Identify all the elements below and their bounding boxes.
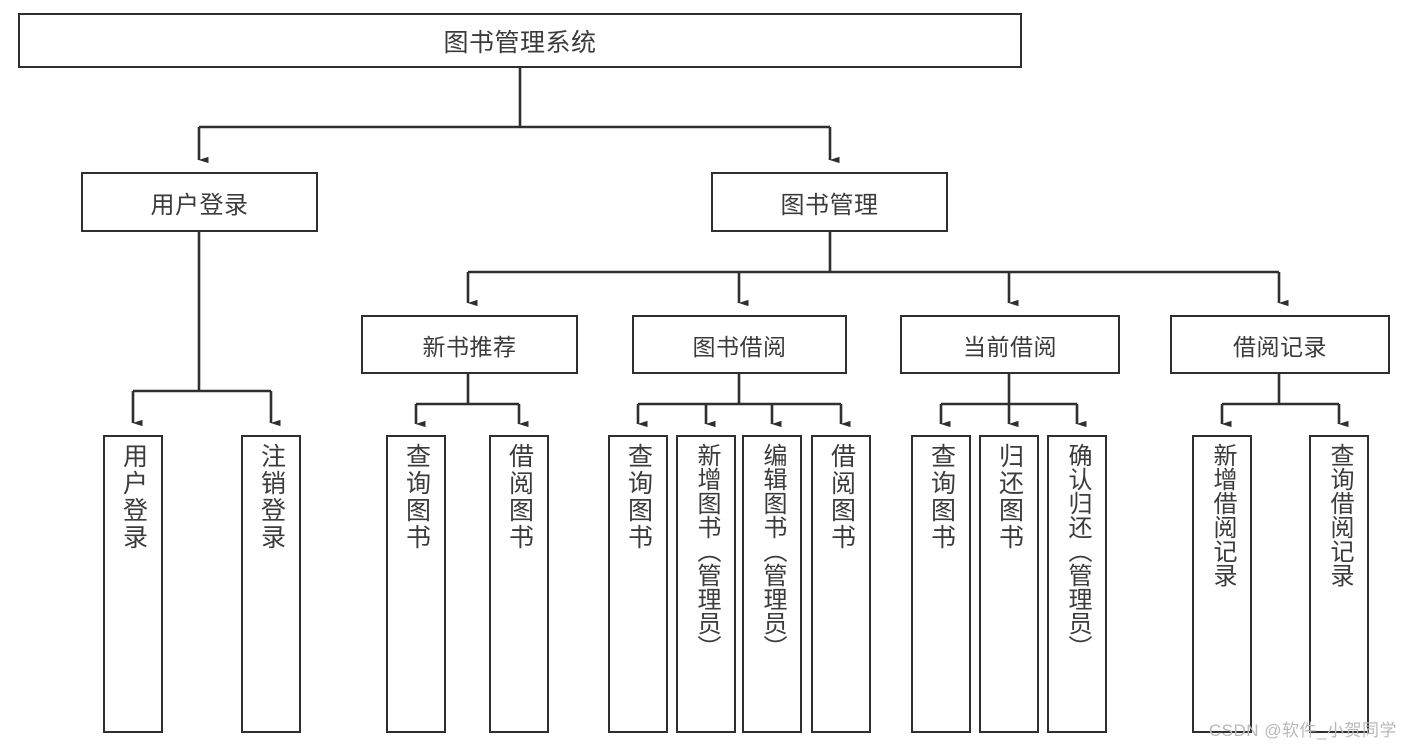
leaf-label: 用户登录 [119,443,148,551]
node-label: 新书推荐 [422,333,517,360]
leaf-borrow-books-recommendation[interactable]: 借阅图书 [489,435,549,733]
leaf-label: 注销登录 [257,443,286,551]
node-label: 当前借阅 [963,333,1057,360]
node-label: 图书借阅 [692,333,787,360]
leaf-label: 新增借阅记录 [1208,443,1236,587]
node-new-book-recommendation[interactable]: 新书推荐 [361,315,578,374]
leaf-logout[interactable]: 注销登录 [241,435,301,733]
leaf-add-borrowing-record[interactable]: 新增借阅记录 [1192,435,1252,733]
leaf-label: 新增图书（管理员） [692,443,720,659]
leaf-label: 查询借阅记录 [1325,443,1353,587]
node-current-borrowing[interactable]: 当前借阅 [900,315,1120,374]
leaf-label: 查询图书 [402,443,431,551]
leaf-query-books-recommendation[interactable]: 查询图书 [386,435,446,733]
node-label: 用户登录 [150,191,249,219]
leaf-label: 归还图书 [995,443,1024,551]
node-user-login[interactable]: 用户登录 [81,172,318,232]
leaf-borrow-books-borrowing[interactable]: 借阅图书 [811,435,871,733]
node-borrowing-records[interactable]: 借阅记录 [1170,315,1390,374]
leaf-label: 借阅图书 [505,443,534,551]
leaf-confirm-return-admin[interactable]: 确认归还（管理员） [1047,435,1107,733]
leaf-label: 编辑图书（管理员） [758,443,786,659]
leaf-label: 查询图书 [927,443,956,551]
leaf-query-borrowing-record[interactable]: 查询借阅记录 [1309,435,1369,733]
leaf-query-books-current[interactable]: 查询图书 [911,435,971,733]
node-label: 图书管理系统 [443,28,597,57]
watermark-text: CSDN @软件_小贺同学 [1208,721,1397,740]
node-root-book-management-system[interactable]: 图书管理系统 [18,13,1022,68]
node-label: 图书管理 [780,191,879,219]
leaf-query-books-borrowing[interactable]: 查询图书 [608,435,668,733]
leaf-label: 确认归还（管理员） [1063,443,1091,659]
leaf-label: 查询图书 [624,443,653,551]
leaf-label: 借阅图书 [827,443,856,551]
leaf-add-book-admin[interactable]: 新增图书（管理员） [676,435,736,733]
leaf-return-books[interactable]: 归还图书 [979,435,1039,733]
node-label: 借阅记录 [1233,333,1327,360]
node-book-management[interactable]: 图书管理 [711,172,948,232]
node-book-borrowing[interactable]: 图书借阅 [632,315,847,374]
leaf-user-login[interactable]: 用户登录 [103,435,163,733]
leaf-edit-book-admin[interactable]: 编辑图书（管理员） [742,435,802,733]
